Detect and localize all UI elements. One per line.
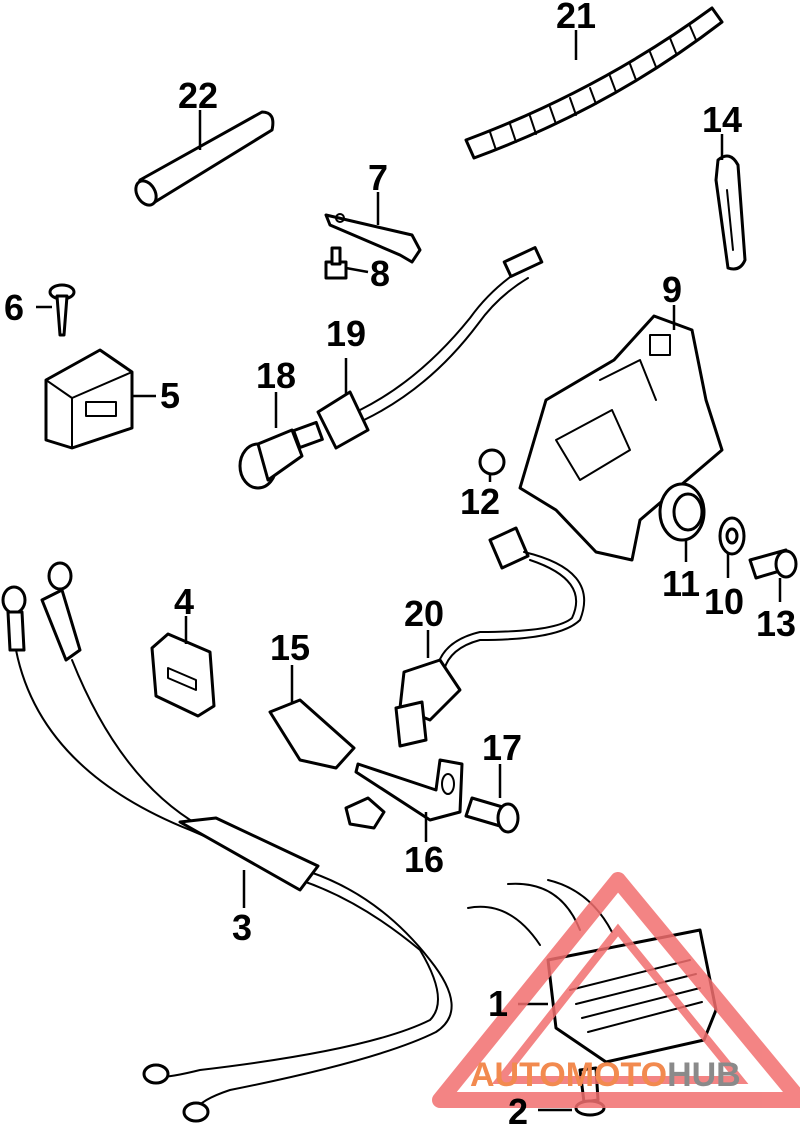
part-9-plate [518,305,724,562]
part-8-bolt [324,246,369,280]
callout-10: 10 [704,581,744,622]
callout-1: 1 [488,983,508,1024]
part-5-holder [44,348,156,450]
callout-14: 14 [702,99,742,140]
part-3-harness [1,561,453,1123]
callout-8: 8 [370,253,390,294]
part-14-clip [714,134,747,271]
callout-21: 21 [556,0,596,36]
part-15-clip [268,665,356,770]
part-16-bracket [344,758,464,842]
part-13-bolt [748,548,798,602]
part-21-corrugated-tube [464,6,724,160]
callout-22: 22 [178,75,218,116]
callout-6: 6 [4,287,24,328]
callout-19: 19 [326,313,366,354]
part-19-boot-and-wire [316,246,544,450]
callout-9: 9 [662,269,682,310]
part-4-grommet [150,616,216,718]
part-11-grommet [658,482,706,562]
callout-16: 16 [404,839,444,880]
callout-3: 3 [232,907,252,948]
callout-2: 2 [508,1091,528,1132]
callout-7: 7 [368,157,388,198]
watermark-text-b: HUB [667,1056,741,1094]
callout-11: 11 [662,563,700,604]
watermark-text-a: AUTOMOTO [470,1056,667,1094]
part-20-switch-harness [394,526,586,748]
part-6-screw [36,283,76,337]
callout-15: 15 [270,627,310,668]
watermark-logo-icon [432,872,800,1108]
callout-18: 18 [256,355,296,396]
callout-4: 4 [174,581,194,622]
part-18-switch [238,392,324,490]
callout-5: 5 [160,375,180,416]
part-17-bolt [464,764,520,834]
callout-12: 12 [460,481,500,522]
part-7-bracket [324,192,422,264]
callout-13: 13 [756,603,796,644]
callout-17: 17 [482,727,522,768]
watermark-text: AUTOMOTOHUB [470,1056,741,1094]
part-10-washer [718,516,746,578]
part-22-tube [134,110,275,207]
part-12-cap [478,448,506,482]
callout-20: 20 [404,593,444,634]
